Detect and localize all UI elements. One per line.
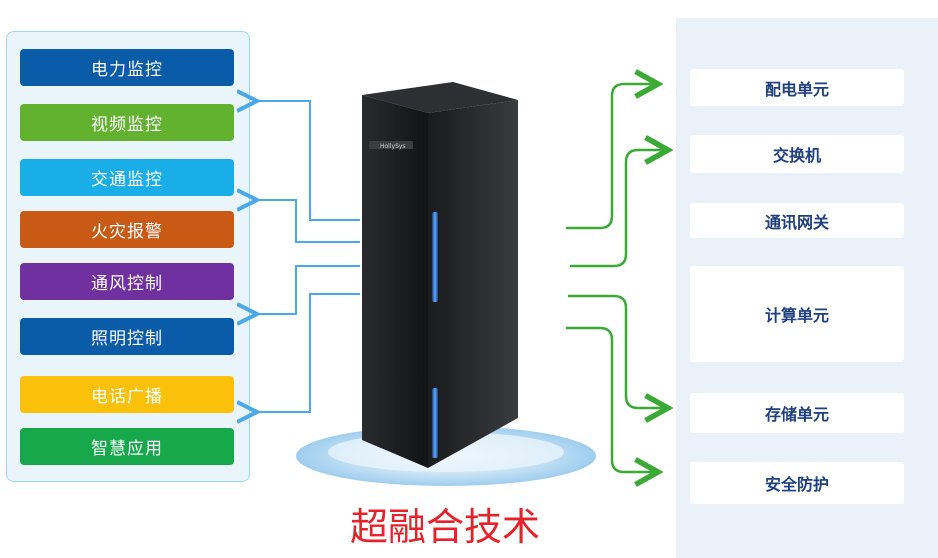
server-brand-label: HollySys [380,143,406,150]
diagram-caption: 超融合技术 [349,505,540,549]
system-smart-application[interactable]: 智慧应用 [20,428,234,465]
arrow-to-video-monitoring [257,101,360,221]
arrow-to-power-distribution [566,84,658,230]
component-security-protection[interactable]: 安全防护 [690,462,904,504]
arrow-to-ventilation-control [257,265,360,314]
left-arrows [257,101,360,412]
arrow-to-switch [570,150,668,268]
component-communication-gateway[interactable]: 通讯网关 [690,203,904,238]
right-arrows [566,84,668,472]
system-power-monitoring[interactable]: 电力监控 [20,49,234,86]
arrow-to-telephone-broadcast [257,293,360,412]
system-fire-alarm[interactable]: 火灾报警 [20,211,234,248]
arrow-to-storage-unit [568,294,668,408]
component-compute-unit[interactable]: 计算单元 [690,266,904,362]
arrow-to-traffic-monitoring [257,200,360,243]
system-ventilation-control[interactable]: 通风控制 [20,263,234,300]
arrow-to-security-protection [566,326,658,472]
component-power-distribution[interactable]: 配电单元 [690,69,904,106]
component-switch[interactable]: 交换机 [690,135,904,173]
system-telephone-broadcast[interactable]: 电话广播 [20,376,234,413]
system-lighting-control[interactable]: 照明控制 [20,318,234,355]
system-traffic-monitoring[interactable]: 交通监控 [20,159,234,196]
component-storage-unit[interactable]: 存储单元 [690,393,904,433]
system-video-monitoring[interactable]: 视频监控 [20,104,234,141]
server-rack [362,82,518,468]
